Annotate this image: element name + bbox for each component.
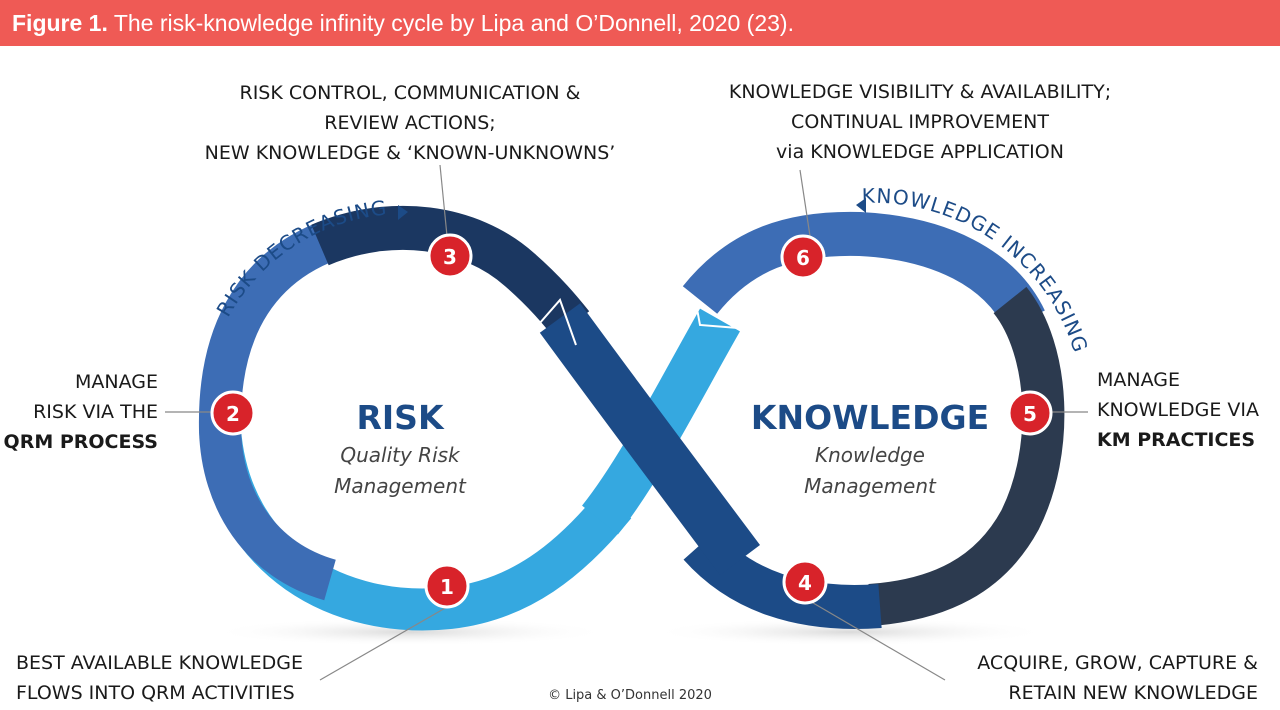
step-3-line-3: NEW KNOWLEDGE & ‘KNOWN-UNKNOWNS’ — [204, 142, 616, 164]
knowledge-subtitle-line-1: Knowledge — [815, 443, 925, 467]
step-number-6: 6 — [796, 246, 810, 270]
left-shadow — [210, 618, 610, 646]
step-marker-2: 2 — [210, 390, 256, 436]
step-3-label: RISK CONTROL, COMMUNICATION & REVIEW ACT… — [130, 78, 690, 168]
knowledge-increasing-arrow-icon — [856, 198, 866, 213]
step-6-label: KNOWLEDGE VISIBILITY & AVAILABILITY; CON… — [660, 77, 1180, 167]
step-5-bold-line: KM PRACTICES — [1097, 429, 1256, 451]
risk-subtitle-line-2: Management — [334, 474, 466, 498]
figure-label: Figure 1. — [12, 10, 108, 36]
step-1-label: BEST AVAILABLE KNOWLEDGE FLOWS INTO QRM … — [16, 648, 336, 708]
knowledge-subtitle: Knowledge Management — [760, 440, 980, 502]
risk-subtitle-line-1: Quality Risk — [340, 443, 460, 467]
step-marker-1: 1 — [424, 563, 470, 609]
knowledge-loop-right — [868, 286, 1065, 626]
step-3-line-2: REVIEW ACTIONS; — [324, 112, 496, 134]
copyright-notice: © Lipa & O’Donnell 2020 — [548, 688, 712, 703]
risk-decreasing-arrow-icon — [398, 205, 408, 220]
step-4-line-2: RETAIN NEW KNOWLEDGE — [1008, 682, 1258, 704]
step-1-line-1: BEST AVAILABLE KNOWLEDGE — [16, 652, 303, 674]
step-marker-6: 6 — [780, 234, 826, 280]
step-number-4: 4 — [798, 571, 812, 595]
step-number-2: 2 — [226, 402, 240, 426]
step-marker-4: 4 — [782, 559, 828, 605]
leader-lines — [165, 164, 1088, 681]
risk-subtitle: Quality Risk Management — [290, 440, 510, 502]
risk-title: RISK — [356, 398, 444, 437]
step-6-line-3: via KNOWLEDGE APPLICATION — [776, 141, 1064, 163]
step-6-line-2: CONTINUAL IMPROVEMENT — [791, 111, 1049, 133]
step-6-line-1: KNOWLEDGE VISIBILITY & AVAILABILITY; — [728, 81, 1112, 103]
knowledge-arrow-chevron — [694, 297, 739, 329]
step-2-line-1: MANAGE — [75, 371, 158, 393]
step-number-1: 1 — [440, 575, 454, 599]
step-2-label: MANAGE RISK VIA THE QRM PROCESS — [0, 367, 158, 457]
knowledge-title: KNOWLEDGE — [750, 398, 990, 437]
step-marker-5: 5 — [1007, 390, 1053, 436]
step-number-3: 3 — [443, 245, 457, 269]
step-2-bold-line: QRM PROCESS — [3, 431, 158, 453]
risk-arrow-chevron — [531, 298, 577, 346]
step-marker-3: 3 — [427, 233, 473, 279]
step-5-label: MANAGE KNOWLEDGE VIA KM PRACTICES — [1097, 365, 1277, 455]
step-5-line-1: MANAGE — [1097, 369, 1180, 391]
figure-caption: Figure 1. The risk-knowledge infinity cy… — [0, 0, 1280, 46]
knowledge-loop-top — [682, 211, 1045, 331]
dark-crossing-band — [539, 303, 761, 575]
right-shadow — [650, 618, 1050, 646]
step-5-line-2: KNOWLEDGE VIA — [1097, 399, 1260, 421]
step-3-line-1: RISK CONTROL, COMMUNICATION & — [239, 82, 581, 104]
step-4-line-1: ACQUIRE, GROW, CAPTURE & — [977, 652, 1258, 674]
figure-caption-text: The risk-knowledge infinity cycle by Lip… — [113, 10, 794, 36]
step-number-5: 5 — [1023, 402, 1037, 426]
step-2-line-2: RISK VIA THE — [33, 401, 158, 423]
step-1-line-2: FLOWS INTO QRM ACTIVITIES — [16, 682, 295, 704]
step-4-label: ACQUIRE, GROW, CAPTURE & RETAIN NEW KNOW… — [930, 648, 1258, 708]
knowledge-subtitle-line-2: Management — [804, 474, 936, 498]
